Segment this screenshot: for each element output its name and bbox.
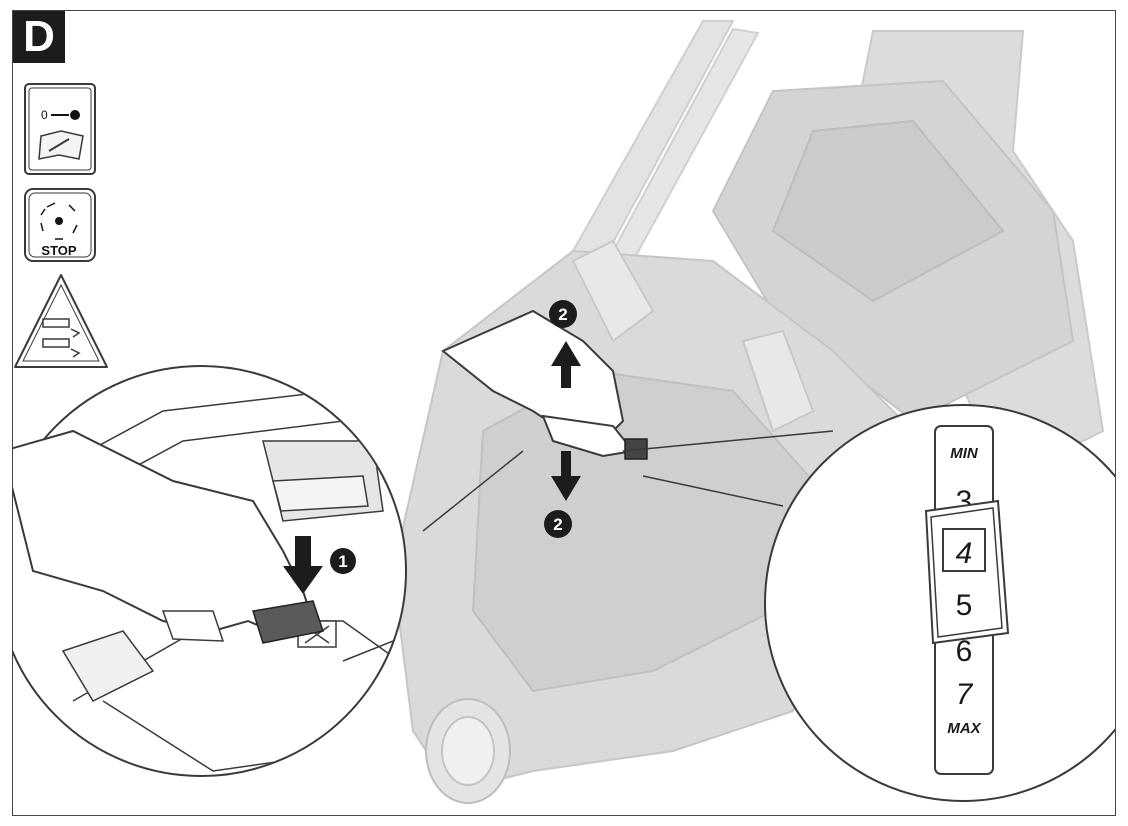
zoom-circle-lever: 1	[13, 365, 407, 777]
step1-number: 1	[338, 552, 347, 571]
scale-value-4: 4	[956, 537, 973, 570]
warning-triangle-icon	[14, 274, 108, 368]
svg-text:0: 0	[41, 108, 48, 122]
step2-down-number: 2	[553, 515, 562, 534]
stop-blade-icon: STOP	[24, 188, 96, 262]
section-badge: D	[13, 11, 65, 63]
scale-min-label: MIN	[950, 445, 979, 462]
scale-max-label: MAX	[947, 720, 981, 737]
step2-up-arrow: 2	[549, 300, 581, 388]
mower-illustration: 2 2	[13, 20, 1115, 804]
key-manual-icon: 0	[24, 83, 96, 175]
zoom-circle-height-scale: MIN 3 4 5 6 7 MAX	[764, 404, 1115, 802]
stop-icon-label: STOP	[41, 243, 76, 258]
scale-value-6: 6	[956, 635, 973, 668]
scale-value-7: 7	[956, 678, 974, 711]
scale-value-5: 5	[956, 589, 973, 622]
step2-up-number: 2	[558, 305, 567, 324]
step2-down-arrow: 2	[544, 451, 581, 538]
illustration-frame: 2 2	[12, 10, 1116, 816]
